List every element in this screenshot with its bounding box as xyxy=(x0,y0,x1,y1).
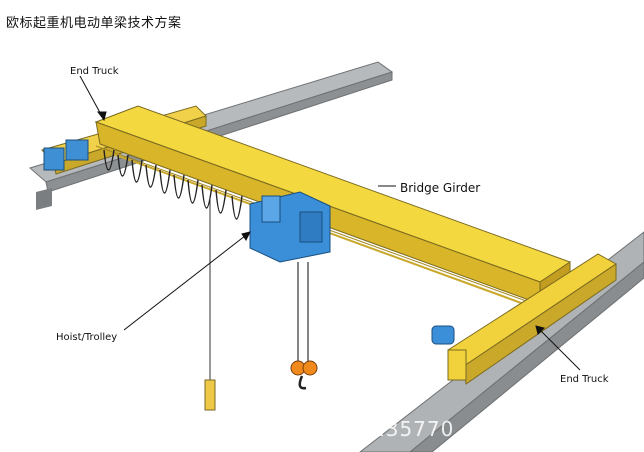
pendant-control xyxy=(204,196,216,411)
label-end-truck-bottom: End Truck xyxy=(560,374,609,385)
page-title: 欧标起重机电动单梁技术方案 xyxy=(6,16,182,31)
hoist-trolley xyxy=(249,191,331,263)
label-bridge-girder: Bridge Girder xyxy=(400,181,480,195)
bridge-girder xyxy=(94,105,572,313)
hook-block xyxy=(290,262,318,390)
end-truck-bottom xyxy=(431,253,617,385)
watermark: 135770 xyxy=(372,417,454,441)
leader-lines xyxy=(79,75,581,371)
label-hoist-trolley: Hoist/Trolley xyxy=(56,332,117,343)
label-end-truck-top: End Truck xyxy=(70,66,119,77)
